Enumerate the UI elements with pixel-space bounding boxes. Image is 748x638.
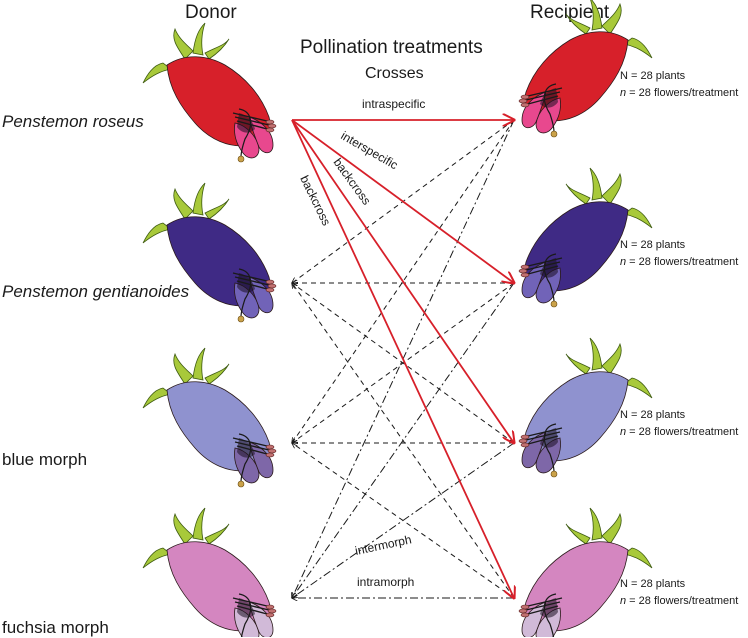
red-cross-arrow bbox=[291, 119, 514, 443]
treatments-title: Pollination treatments bbox=[300, 37, 483, 58]
donor-flower-gentianoides bbox=[142, 182, 277, 323]
recipient-header: Recipient bbox=[530, 2, 610, 23]
cross-lines bbox=[292, 120, 514, 598]
label-intramorph: intramorph bbox=[357, 575, 414, 589]
recipient-flower-blue-morph bbox=[518, 337, 653, 478]
dashed-cross-line bbox=[292, 119, 515, 443]
recipient-n-flowers: n = 28 flowers/treatment bbox=[620, 256, 739, 268]
crosses-subtitle: Crosses bbox=[365, 65, 424, 82]
recipient-flower-gentianoides bbox=[518, 167, 653, 308]
recipient-stats-0: N = 28 plants n = 28 flowers/treatment bbox=[620, 68, 738, 102]
recipient-n-plants: N = 28 plants bbox=[620, 70, 686, 82]
dashdot-cross-line bbox=[292, 442, 515, 598]
recipient-stats-1: N = 28 plants n = 28 flowers/treatment bbox=[620, 237, 738, 271]
donor-header: Donor bbox=[185, 2, 237, 23]
red-cross-arrow bbox=[291, 119, 514, 598]
dashed-cross-line bbox=[292, 282, 515, 443]
label-backcross-b: backcross bbox=[297, 173, 333, 228]
donor-label-blue-morph: blue morph bbox=[2, 450, 88, 469]
label-intraspecific: intraspecific bbox=[362, 97, 425, 111]
recipient-n-plants: N = 28 plants bbox=[620, 239, 686, 251]
recipient-n-flowers: n = 28 flowers/treatment bbox=[620, 87, 739, 99]
label-intermorph: intermorph bbox=[354, 532, 413, 558]
donor-flower-blue-morph bbox=[142, 347, 277, 488]
recipient-n-flowers: n = 28 flowers/treatment bbox=[620, 595, 739, 607]
recipient-flower-fuchsia-morph bbox=[518, 507, 653, 637]
recipient-n-flowers: n = 28 flowers/treatment bbox=[620, 426, 739, 438]
donor-label-gentianoides: Penstemon gentianoides bbox=[2, 282, 190, 301]
recipient-flower-roseus bbox=[518, 0, 653, 138]
donor-flower-fuchsia-morph bbox=[142, 507, 277, 637]
recipient-stats-3: N = 28 plants n = 28 flowers/treatment bbox=[620, 576, 738, 610]
recipient-n-plants: N = 28 plants bbox=[620, 578, 686, 590]
donor-flower-roseus bbox=[142, 22, 277, 163]
recipient-stats-2: N = 28 plants n = 28 flowers/treatment bbox=[620, 407, 738, 441]
recipient-n-plants: N = 28 plants bbox=[620, 409, 686, 421]
dashdot-cross-line bbox=[292, 282, 515, 598]
donor-label-roseus: Penstemon roseus bbox=[2, 112, 144, 131]
red-cross-arrow bbox=[291, 119, 514, 283]
donor-label-fuchsia-morph: fuchsia morph bbox=[2, 618, 109, 637]
